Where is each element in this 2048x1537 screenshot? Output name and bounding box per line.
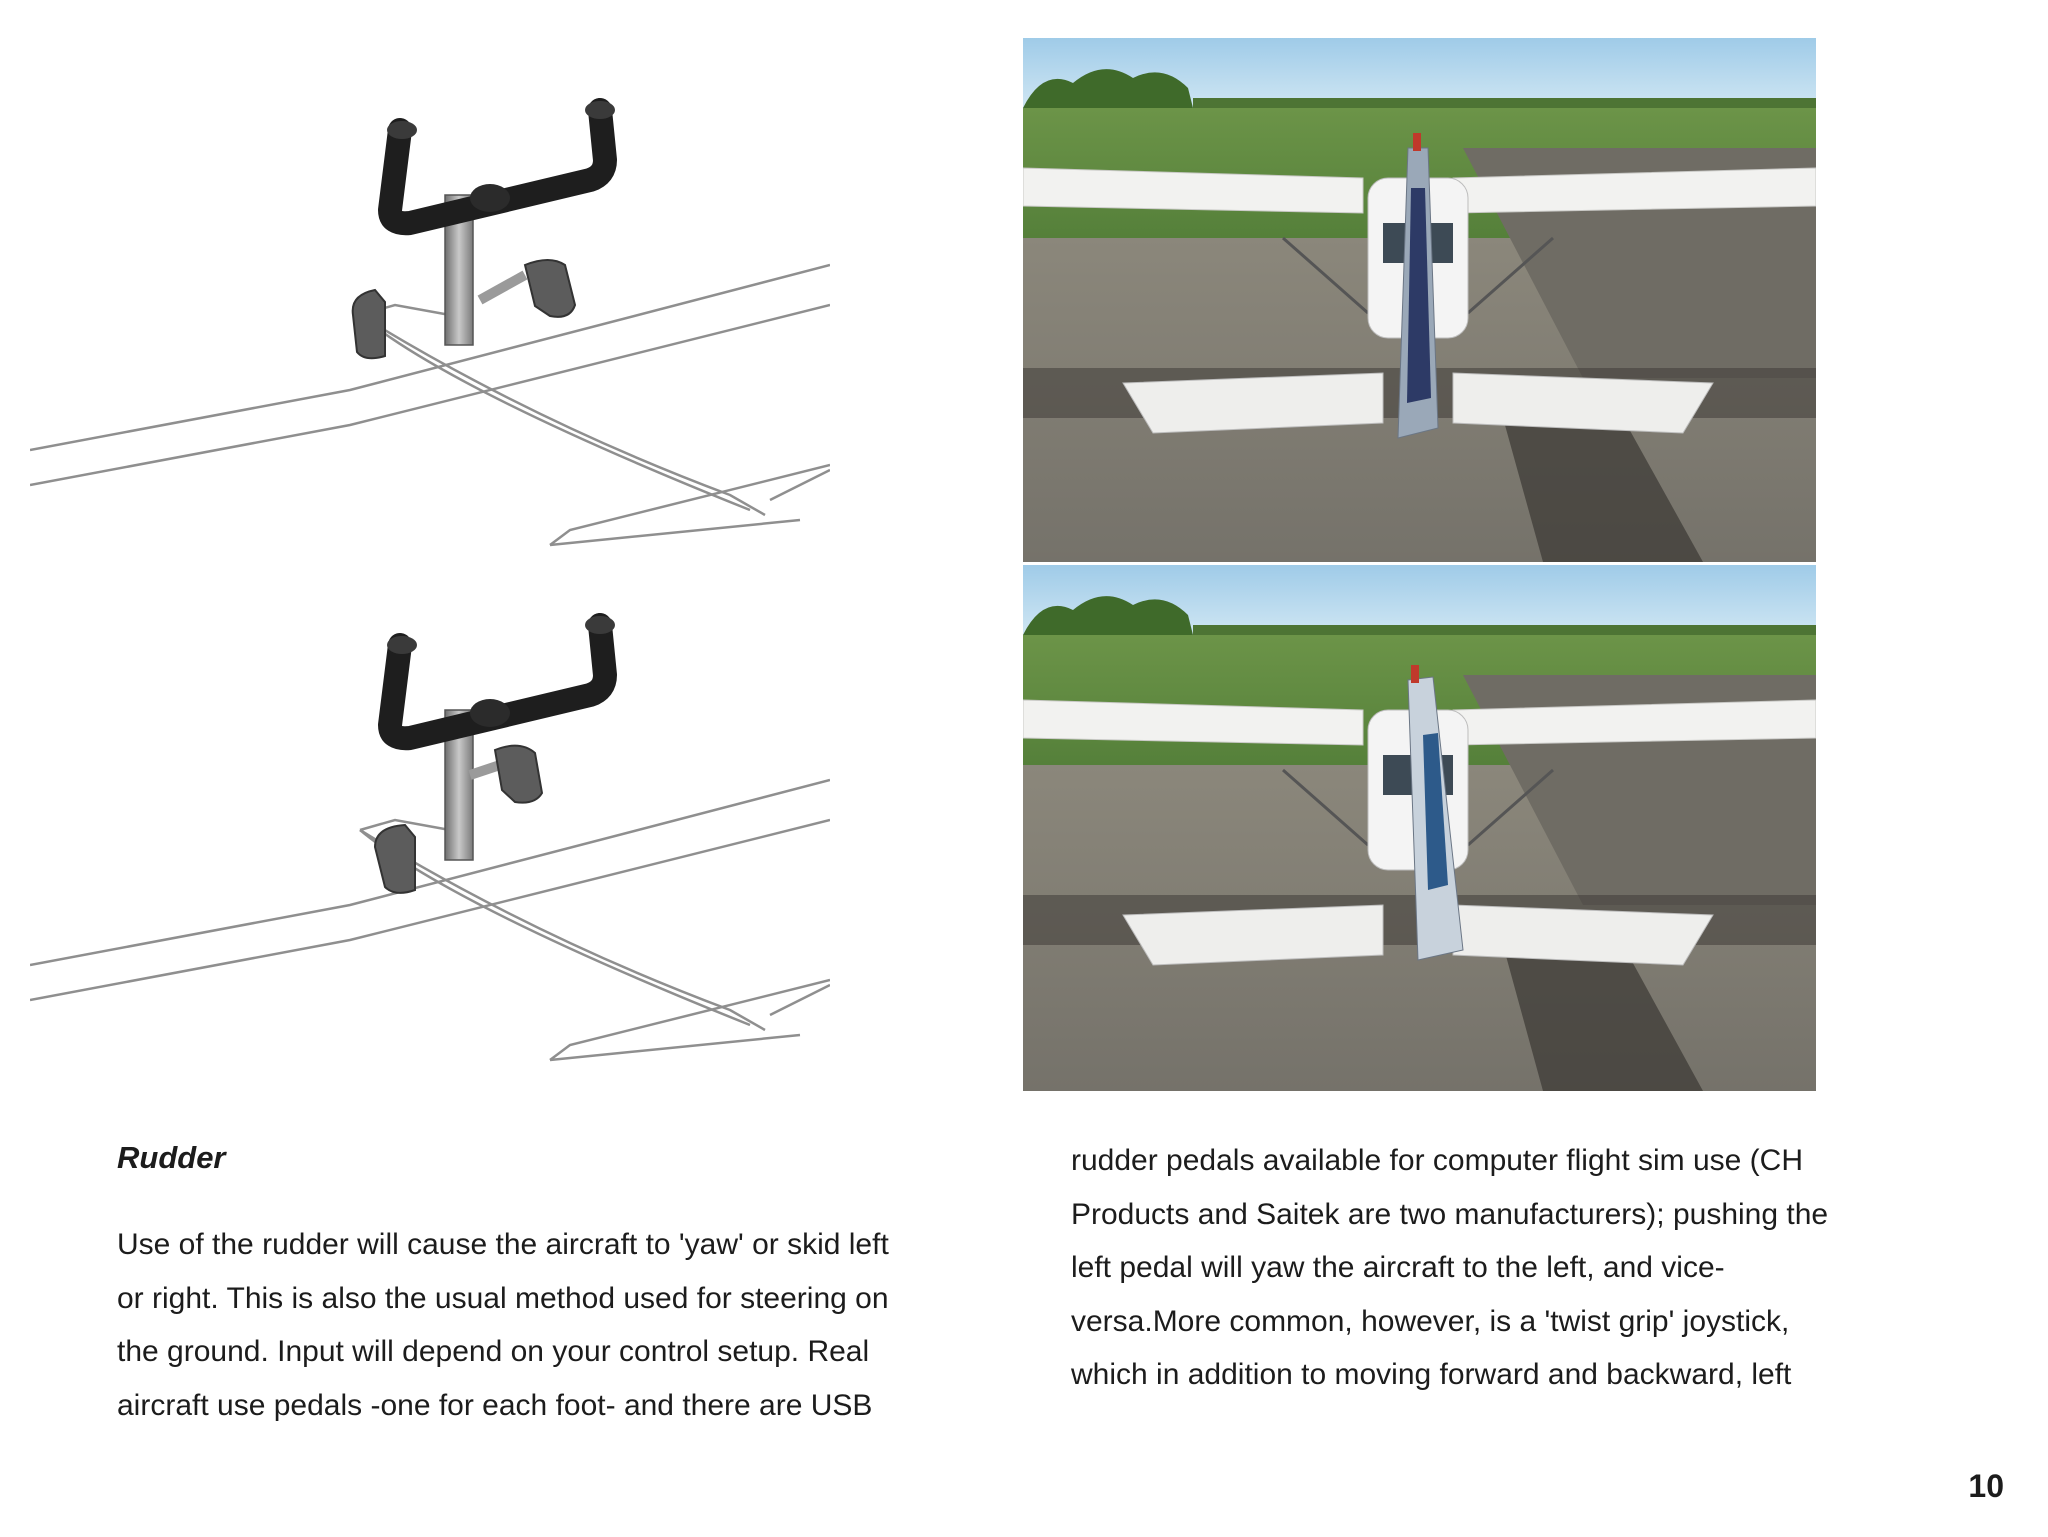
text-line: the ground. Input will depend on your co… bbox=[117, 1335, 870, 1368]
text-line: aircraft use pedals -one for each foot- … bbox=[117, 1388, 873, 1422]
text-line: Use of the rudder will cause the aircraf… bbox=[117, 1228, 889, 1261]
body-text-left-column: Use of the rudder will cause the aircraf… bbox=[117, 1218, 987, 1432]
flight-sim-tail-view-icon bbox=[1023, 565, 1816, 1091]
rudder-diagram-neutral bbox=[30, 90, 830, 550]
yoke-rudder-diagram-icon bbox=[30, 613, 830, 1062]
flight-sim-tail-view-icon bbox=[1023, 38, 1816, 562]
text-line: Products and Saitek are two manufacturer… bbox=[1071, 1197, 1829, 1231]
page-number: 10 bbox=[1968, 1468, 2004, 1504]
text-line: versa.More common, however, is a 'twist … bbox=[1071, 1304, 1790, 1338]
rudder-diagram-deflected bbox=[30, 605, 830, 1065]
body-text-right-column: rudder pedals available for computer fli… bbox=[1071, 1134, 1941, 1402]
text-line: which in addition to moving forward and … bbox=[1071, 1358, 1792, 1391]
text-line: left pedal will yaw the aircraft to the … bbox=[1071, 1251, 1725, 1284]
yoke-rudder-diagram-icon bbox=[30, 98, 830, 547]
text-line: or right. This is also the usual method … bbox=[117, 1281, 889, 1315]
sim-photo-rudder-neutral bbox=[1023, 38, 1816, 562]
text-line: rudder pedals available for computer fli… bbox=[1071, 1144, 1803, 1177]
sim-photo-rudder-deflected bbox=[1023, 565, 1816, 1091]
section-heading: Rudder bbox=[117, 1140, 226, 1175]
